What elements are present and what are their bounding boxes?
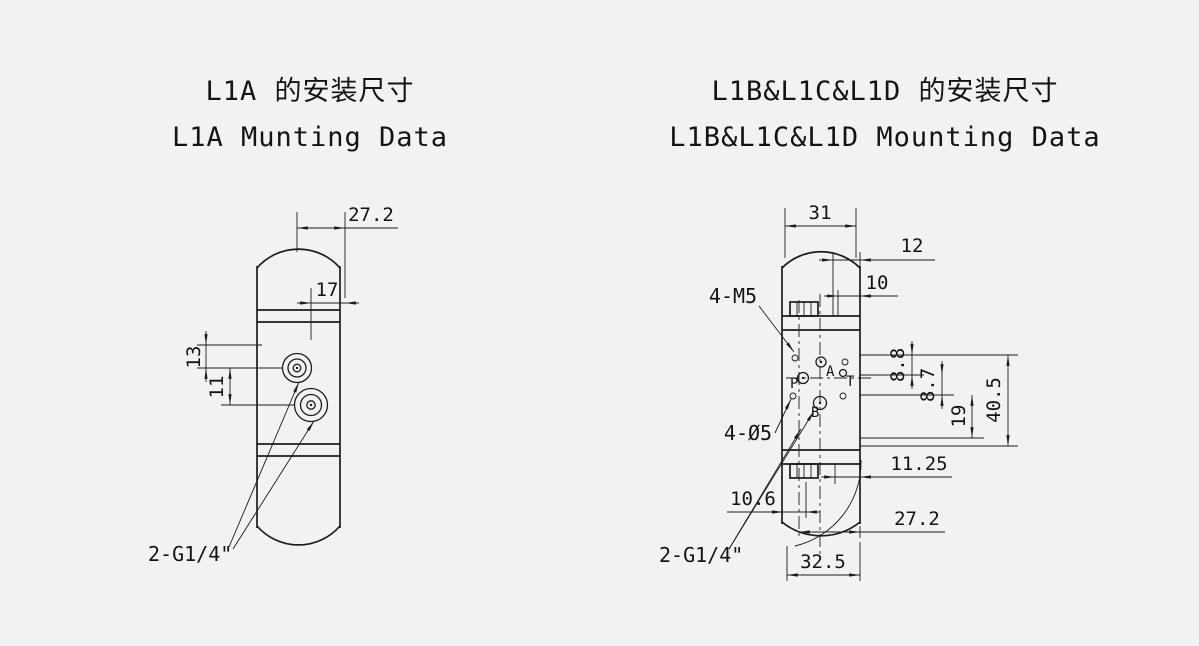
- left-dim-top-width: 27.2: [296, 204, 398, 298]
- dim-label: 27.2: [348, 204, 394, 226]
- right-title-cn: L1B&L1C&L1D 的安装尺寸: [711, 76, 1058, 107]
- right-dim-top-width: 31: [784, 202, 857, 258]
- dim-label: 31: [809, 202, 832, 224]
- thread-holes-label: 4-M5: [709, 284, 757, 308]
- right-figure: L1B&L1C&L1D 的安装尺寸 L1B&L1C&L1D Mounting D…: [659, 76, 1100, 581]
- dim-label: 27.2: [894, 508, 940, 530]
- dim-label: 10: [866, 272, 889, 294]
- left-figure: L1A 的安装尺寸 L1A Munting Data: [148, 76, 448, 566]
- dim-label: 40.5: [983, 377, 1005, 423]
- port-p-label: P: [790, 376, 798, 392]
- right-dim-offset-10: 10: [824, 272, 898, 316]
- right-dim-bolt-offset: 10.6: [727, 482, 820, 518]
- right-thread-holes-callout: 4-M5: [709, 284, 795, 353]
- dim-label: 17: [316, 279, 339, 301]
- dim-label: 32.5: [800, 551, 846, 573]
- dim-label: 11.25: [890, 453, 947, 475]
- left-ports: [281, 352, 329, 423]
- left-dim-vert-upper: 13: [183, 331, 282, 382]
- port-thread-label: 2-G1/4": [659, 543, 743, 567]
- dim-label: 11: [206, 376, 228, 399]
- right-port-thread-callout: 2-G1/4": [659, 410, 815, 567]
- dim-label: 19: [948, 405, 970, 428]
- right-dim-bottom-width: 32.5: [786, 542, 861, 581]
- left-dim-port-offset: 17: [297, 279, 359, 340]
- through-holes-label: 4-Ø5: [724, 421, 772, 445]
- left-body-outline: [256, 248, 341, 546]
- left-dim-vert-lower: 11: [206, 368, 294, 406]
- right-centerlines: [786, 294, 872, 558]
- port-t-label: T: [846, 374, 855, 390]
- port-b-label: B: [811, 405, 819, 421]
- left-title-cn: L1A 的安装尺寸: [205, 76, 414, 107]
- right-title-en: L1B&L1C&L1D Mounting Data: [669, 122, 1100, 153]
- right-dim-edge-offset: 11.25: [821, 453, 952, 484]
- right-dim-bottom-inner: 27.2: [799, 508, 945, 538]
- right-dim-offset-12: 12: [819, 235, 935, 316]
- port-a-label: A: [826, 364, 835, 380]
- dim-label: 8.7: [917, 368, 939, 402]
- port-thread-label: 2-G1/4": [148, 542, 232, 566]
- left-port-thread-callout: 2-G1/4": [148, 381, 315, 566]
- left-title-en: L1A Munting Data: [172, 122, 448, 153]
- dim-label: 8.8: [887, 348, 909, 382]
- dim-label: 12: [901, 235, 924, 257]
- right-ports: A P T B: [789, 354, 855, 421]
- right-through-holes-callout: 4-Ø5: [724, 398, 792, 445]
- dim-label: 13: [183, 346, 205, 369]
- right-dim-stack: 8.8 8.7 19 40.5: [860, 341, 1018, 447]
- dim-label: 10.6: [730, 488, 776, 510]
